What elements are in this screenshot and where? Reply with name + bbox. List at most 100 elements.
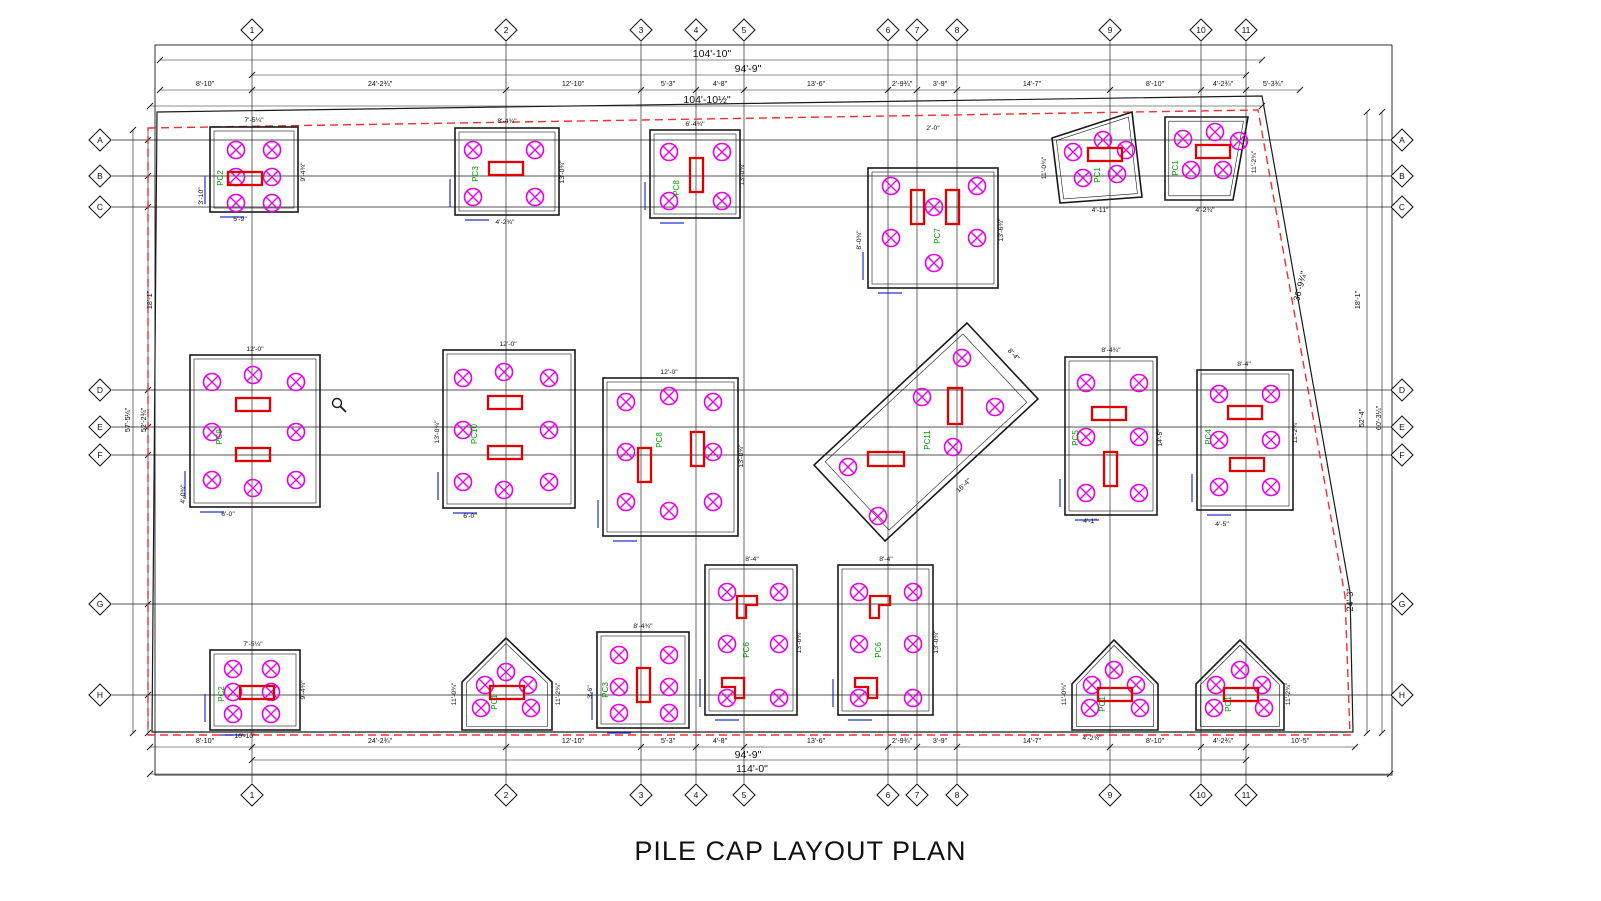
grid-bubble-label: 8 xyxy=(955,790,960,800)
pile-icon xyxy=(496,662,516,682)
pile-icon xyxy=(903,582,923,602)
pile-icon xyxy=(616,392,636,412)
cap-dimension-text: 4'-2¾" xyxy=(1082,735,1102,742)
pile-icon xyxy=(1063,142,1083,162)
dim-tick xyxy=(1386,770,1394,778)
cap-outline xyxy=(454,127,560,216)
dim-tick xyxy=(1378,729,1386,737)
pile-cap-label: PC1 xyxy=(1098,696,1107,712)
column-marker-L xyxy=(720,676,746,700)
pile-icon xyxy=(539,420,559,440)
cap-dimension-text: 6'-4¾" xyxy=(685,121,705,128)
grid-bubble-5: 5 xyxy=(732,18,756,42)
dimension-text: 104'-10" xyxy=(693,48,732,60)
cap-outline xyxy=(1195,638,1285,731)
pile-icon xyxy=(881,228,901,248)
cap-dimension-text: 4'-0¾" xyxy=(180,484,187,504)
grid-bubble-label: D xyxy=(97,385,103,395)
grid-bubble-C: C xyxy=(1390,195,1414,219)
pile-cap-label: PC1 xyxy=(490,694,499,710)
pile-icon xyxy=(659,142,679,162)
grid-bubble-label: 8 xyxy=(955,25,960,35)
grid-bubble-label: C xyxy=(97,202,103,212)
pile-icon xyxy=(453,368,473,388)
dimension-text: 5'-3" xyxy=(661,79,676,88)
cap-dimension-text: 16'-4" xyxy=(955,477,973,494)
pile-icon xyxy=(262,167,282,187)
pile-icon xyxy=(1076,373,1096,393)
cap-outline xyxy=(602,377,739,537)
cap-outline-inner xyxy=(824,333,1028,531)
grid-bubble-8: 8 xyxy=(945,783,969,807)
pile-icon xyxy=(769,688,789,708)
sheet-frame xyxy=(154,44,1393,776)
pile-icon xyxy=(202,422,222,442)
pile-icon xyxy=(616,492,636,512)
grid-bubble-7: 7 xyxy=(905,783,929,807)
grid-bubble-diamond xyxy=(494,18,518,42)
column-marker xyxy=(1086,146,1124,163)
cap-outline xyxy=(812,321,1040,543)
grid-bubble-diamond xyxy=(1390,683,1414,707)
pile-icon xyxy=(609,677,629,697)
pile-icon xyxy=(226,193,246,213)
pile-icon xyxy=(494,362,514,382)
cap-outline xyxy=(442,349,576,509)
pile-cap-label: PC6 xyxy=(742,642,751,658)
pile-icon xyxy=(1129,373,1149,393)
column-marker xyxy=(689,430,706,468)
dimension-text: 114'-0" xyxy=(736,763,768,775)
grid-bubble-label: H xyxy=(1399,690,1405,700)
column-marker xyxy=(488,684,526,701)
cap-outline xyxy=(209,649,301,731)
grid-bubble-A: A xyxy=(1390,128,1414,152)
pile-cap-label: PC6 xyxy=(874,642,883,658)
cap-dimension-text: 13'-0¾" xyxy=(796,630,803,654)
pile-icon xyxy=(659,645,679,665)
cap-dimension-text: 13'-0¾" xyxy=(434,420,441,444)
pile-icon xyxy=(262,193,282,213)
pile-cap-label: PC3 xyxy=(601,682,610,698)
cap-outline-inner xyxy=(466,643,548,727)
grid-bubble-label: 1 xyxy=(250,25,255,35)
pile-icon xyxy=(769,634,789,654)
cap-dimension-text: 13'-0¾" xyxy=(933,630,940,654)
grid-bubble-4: 4 xyxy=(684,18,708,42)
grid-bubble-diamond xyxy=(1390,378,1414,402)
dimension-text: 60'-3¼" xyxy=(1374,405,1383,430)
grid-bubble-label: 10 xyxy=(1196,790,1206,800)
dim-tick xyxy=(146,743,154,751)
pile-icon xyxy=(1082,675,1102,695)
grid-bubble-1: 1 xyxy=(240,18,264,42)
pile-icon xyxy=(1206,675,1226,695)
grid-bubble-diamond xyxy=(1390,415,1414,439)
pile-cap-label: PC8 xyxy=(672,180,681,196)
dimension-text: 24'-2¾" xyxy=(368,79,393,88)
pile-cap-label: PC1 xyxy=(1093,167,1102,183)
grid-bubble-8: 8 xyxy=(945,18,969,42)
pile-icon xyxy=(903,634,923,654)
pile-icon xyxy=(1126,675,1146,695)
pile-cap-label: PC9 xyxy=(215,429,224,445)
column-marker xyxy=(909,188,926,226)
pile-icon xyxy=(286,372,306,392)
cap-outline xyxy=(867,167,999,289)
pile-cap-label: PC10 xyxy=(470,423,479,444)
grid-bubble-label: 2 xyxy=(504,790,509,800)
cap-outline-inner xyxy=(841,568,930,712)
grid-bubble-B: B xyxy=(88,164,112,188)
column-marker-L xyxy=(735,594,759,620)
pile-icon xyxy=(521,698,541,718)
cap-outline xyxy=(1051,110,1143,204)
grid-bubble-diamond xyxy=(1189,18,1213,42)
grid-bubble-diamond xyxy=(945,18,969,42)
pile-icon xyxy=(1230,660,1250,680)
pile-icon xyxy=(1213,160,1233,180)
cap-dimension-text: 10'-10" xyxy=(234,733,256,740)
cap-dimension-text: 11'-2¾" xyxy=(555,682,562,705)
column-marker xyxy=(226,170,264,187)
pile-cap-label: PC7 xyxy=(933,228,942,244)
dimension-text: 3'-9" xyxy=(933,736,948,745)
